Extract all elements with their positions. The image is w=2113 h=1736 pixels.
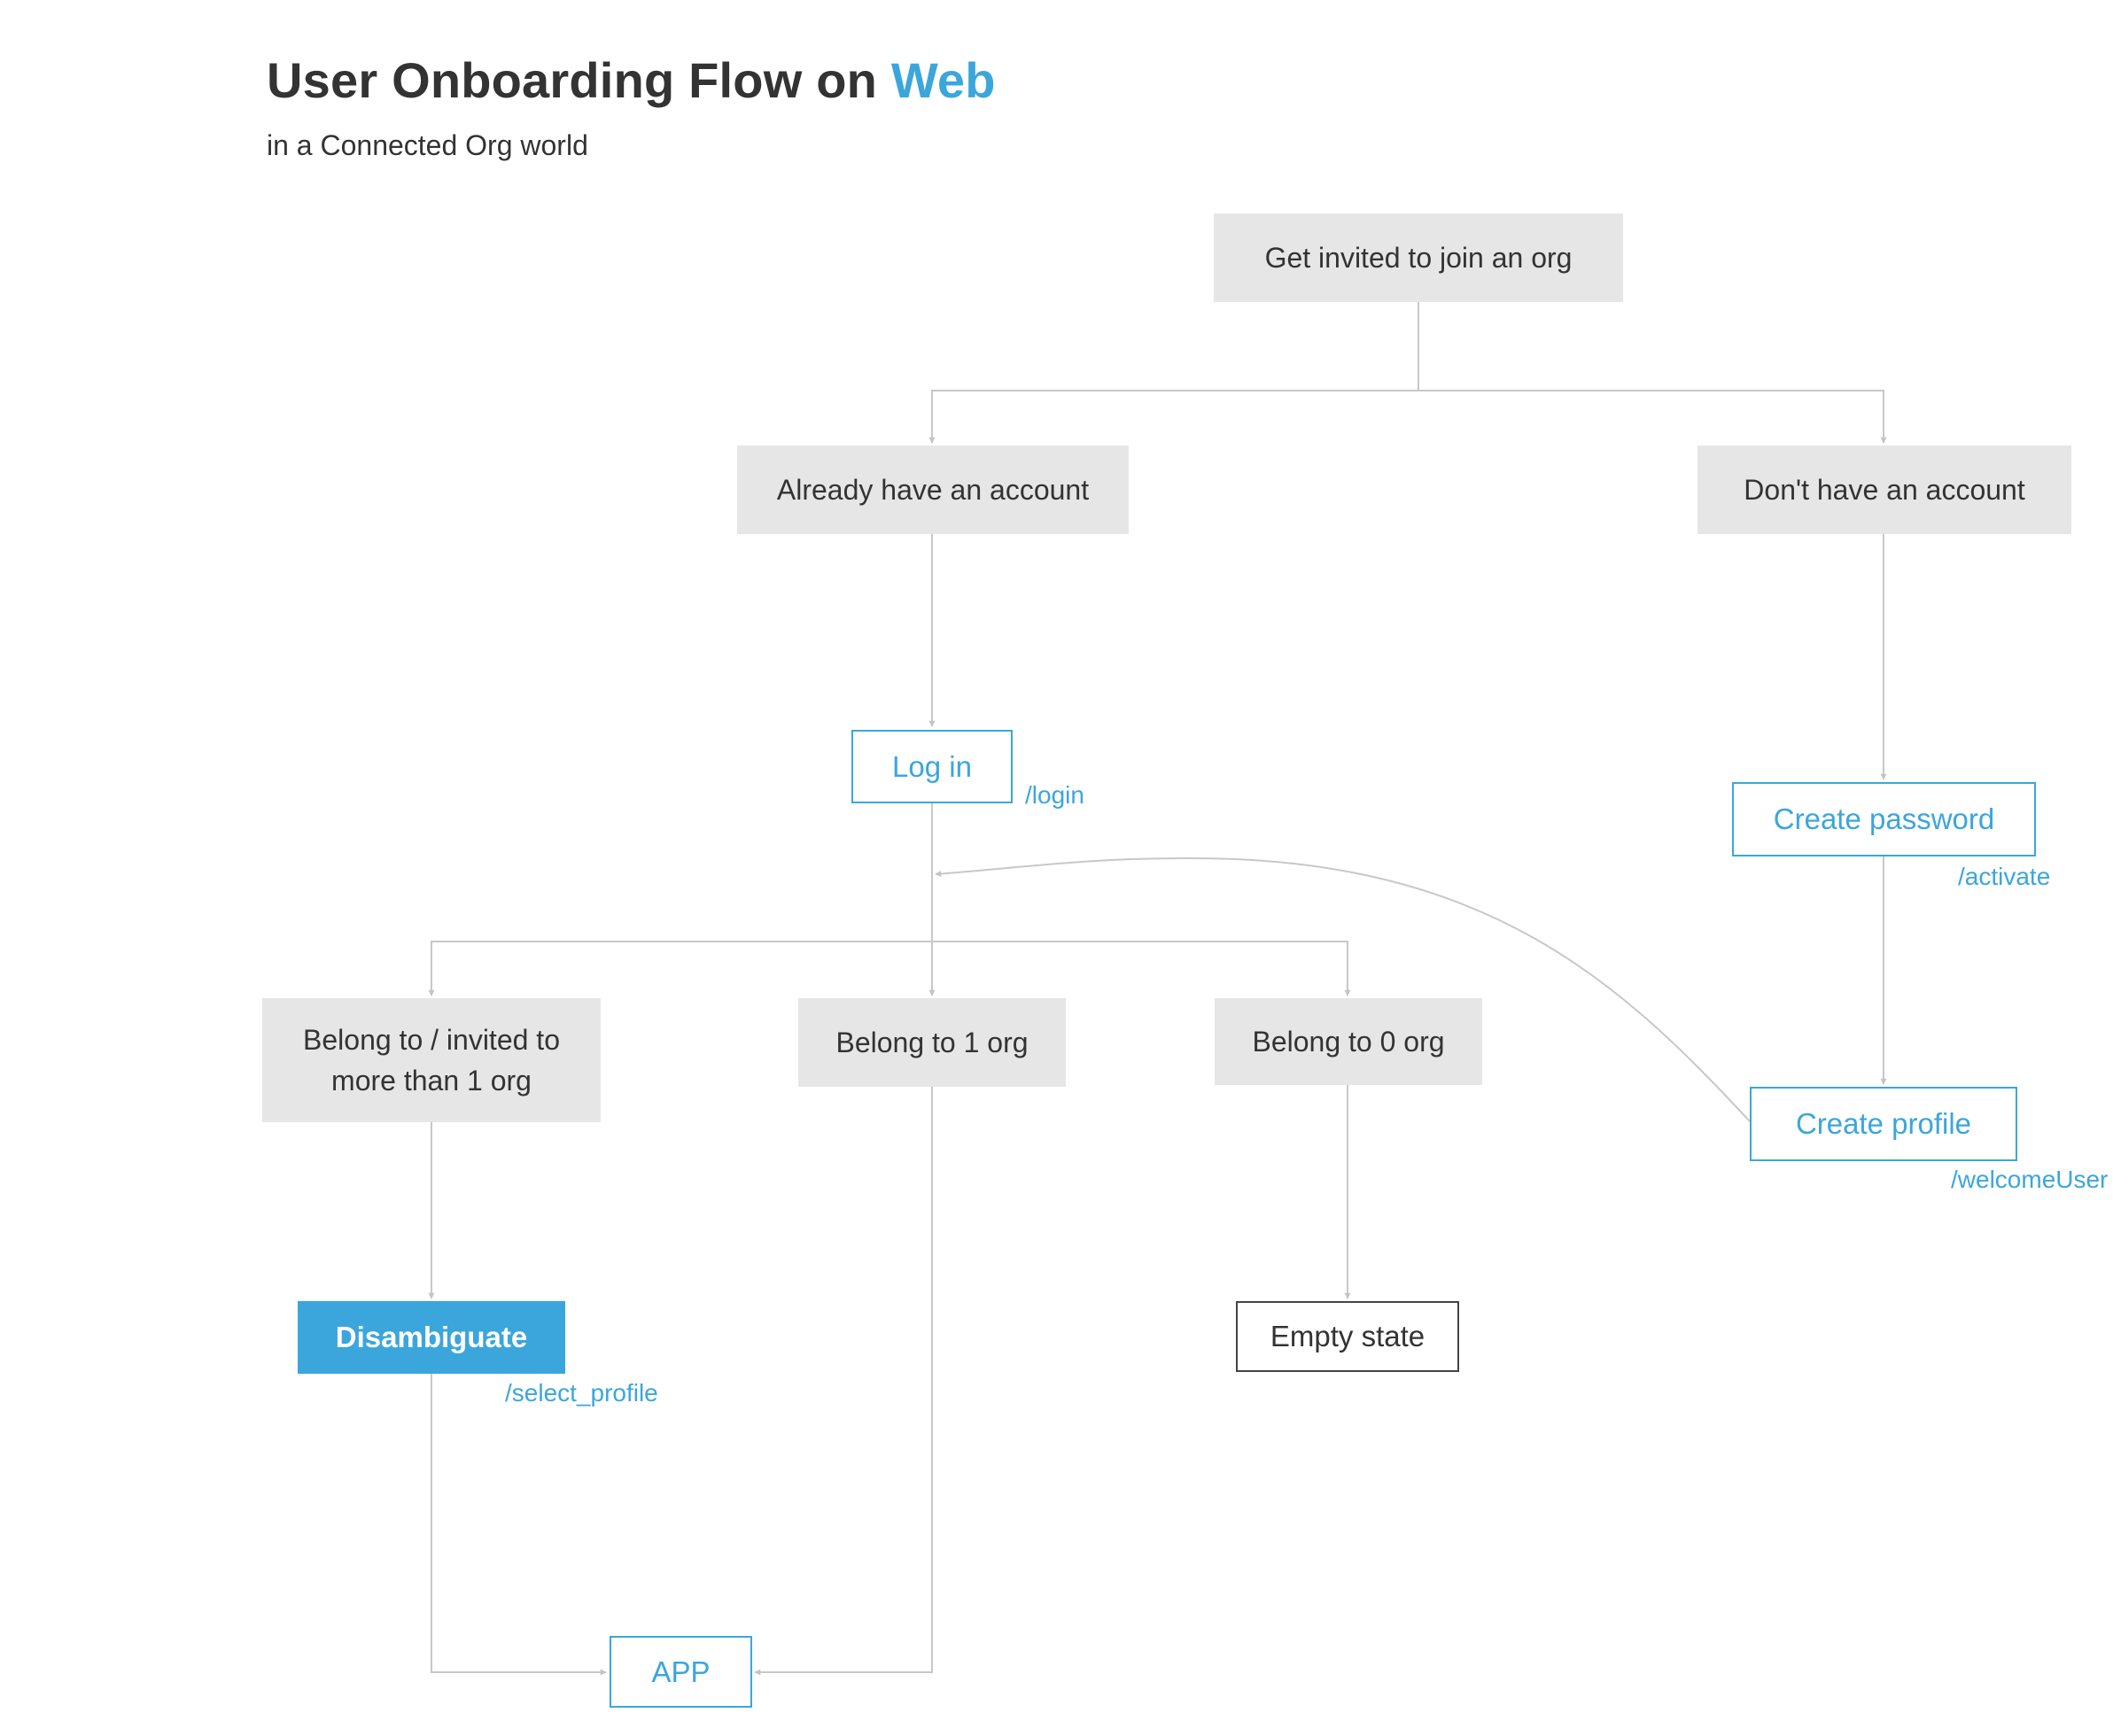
connector-to-belong-many — [428, 941, 932, 996]
route-login: /login — [1025, 781, 1084, 809]
node-belong-one[interactable]: Belong to 1 org — [798, 998, 1066, 1087]
route-welcome-user: /welcomeUser — [1951, 1166, 2109, 1193]
node-create-password[interactable]: Create password — [1732, 782, 2036, 856]
connector-disambiguate-to-app — [431, 1373, 607, 1676]
connector-belong-one-to-app — [754, 1087, 933, 1676]
node-dont-have-account[interactable]: Don't have an account — [1697, 446, 2071, 534]
connector-to-have-account — [928, 390, 1418, 444]
node-disambiguate[interactable]: Disambiguate — [298, 1301, 565, 1374]
node-belong-zero[interactable]: Belong to 0 org — [1215, 998, 1482, 1085]
route-select-profile: /select_profile — [505, 1379, 658, 1407]
belong-many-line-1: Belong to / invited to — [303, 1023, 560, 1056]
belong-many-line-2: more than 1 org — [331, 1065, 532, 1097]
title-accent: Web — [890, 52, 996, 108]
node-belong-many[interactable]: Belong to / invited to more than 1 org — [262, 998, 601, 1122]
title-text: User Onboarding Flow on — [267, 52, 891, 108]
connector-to-belong-zero — [932, 941, 1351, 996]
connector-profile-back-to-login — [935, 856, 1751, 1122]
node-app[interactable]: APP — [610, 1636, 752, 1708]
route-activate: /activate — [1958, 863, 2051, 890]
node-get-invited[interactable]: Get invited to join an org — [1214, 213, 1623, 302]
node-create-profile[interactable]: Create profile — [1750, 1087, 2017, 1161]
node-log-in[interactable]: Log in — [851, 730, 1013, 803]
connector-to-no-account — [1418, 390, 1887, 444]
page-subtitle: in a Connected Org world — [267, 129, 588, 161]
node-empty-state[interactable]: Empty state — [1236, 1301, 1459, 1372]
node-already-have-account[interactable]: Already have an account — [737, 446, 1129, 534]
page-title: User Onboarding Flow on Web — [267, 51, 996, 109]
